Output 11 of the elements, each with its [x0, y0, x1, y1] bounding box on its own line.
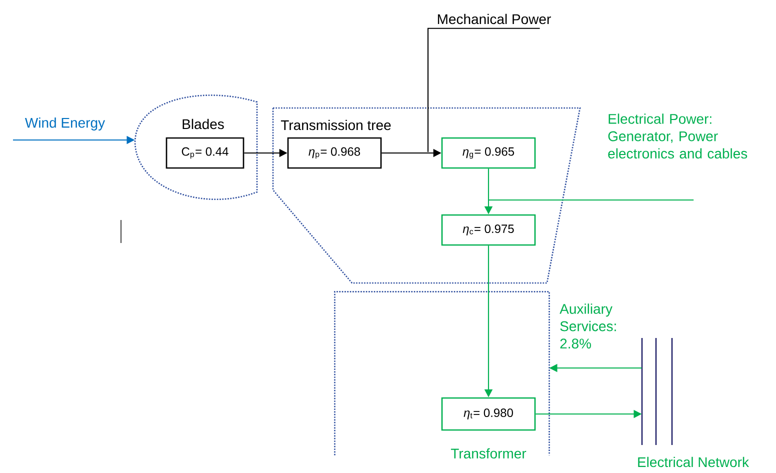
callout-text: Electrical Power: Generator, Power electronics and cables — [608, 114, 748, 159]
edge-label: Wind Energy — [25, 117, 106, 131]
beside-label: Transformer — [450, 448, 526, 459]
network-bars: Electrical Network — [638, 337, 749, 468]
callout-text: Mechanical Power — [438, 14, 551, 24]
efficiency-box: η$_{c}$= 0.975 — [441, 214, 536, 246]
efficiency-box: η$_{t}$= 0.980 — [441, 397, 536, 431]
edge-label: Auxiliary Services: 2.8% — [560, 304, 616, 349]
efficiency-box: η$_{p}$= 0.968 — [287, 137, 382, 169]
efficiency-box: C$_{p}$= 0.44 — [166, 137, 244, 169]
efficiency-box: η$_{g}$= 0.965 — [441, 137, 536, 169]
